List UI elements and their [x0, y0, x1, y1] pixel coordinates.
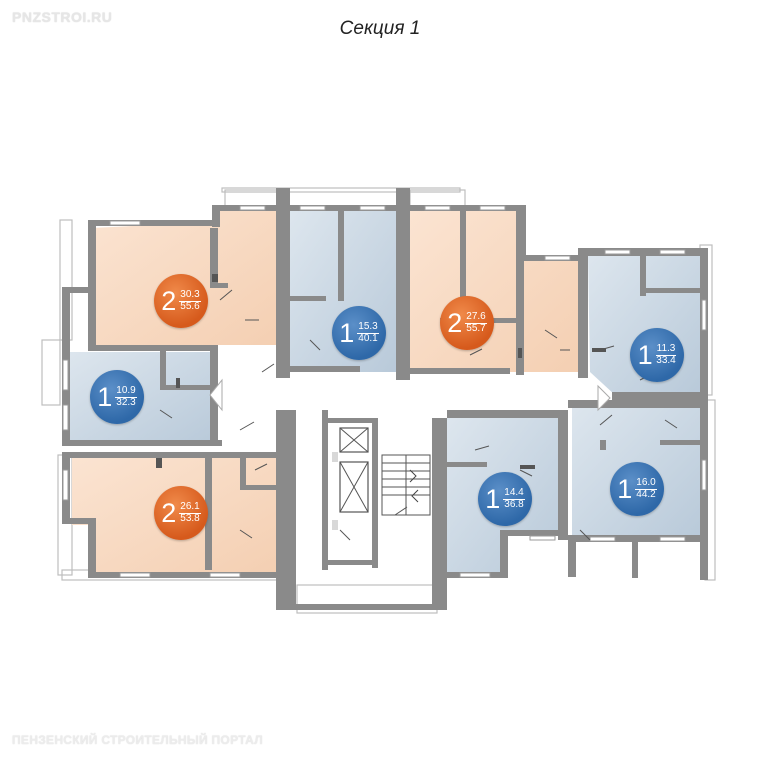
area-values: 27.6 55.7: [465, 311, 487, 334]
total-area: 55.7: [466, 322, 486, 334]
room-count: 2: [161, 285, 177, 316]
living-area: 15.3: [357, 321, 379, 334]
total-area: 40.1: [358, 332, 378, 344]
total-area: 36.8: [504, 498, 524, 510]
room-count: 1: [339, 317, 355, 348]
total-area: 33.4: [656, 354, 676, 366]
apartment-badge-1room-10-9[interactable]: 1 10.9 32.3: [90, 370, 144, 424]
staircase: [381, 454, 431, 516]
total-area: 55.6: [180, 300, 200, 312]
area-values: 16.0 44.2: [635, 477, 657, 500]
windows: [62, 205, 707, 578]
apartment-badge-1room-14-4[interactable]: 1 14.4 36.8: [478, 472, 532, 526]
area-values: 11.3 33.4: [655, 343, 677, 366]
living-area: 10.9: [115, 385, 137, 398]
room-count: 1: [617, 473, 633, 504]
door-swings: [159, 289, 678, 541]
area-values: 10.9 32.3: [115, 385, 137, 408]
living-area: 30.3: [179, 289, 201, 302]
total-area: 44.2: [636, 488, 656, 500]
total-area: 32.3: [116, 396, 136, 408]
area-values: 30.3 55.6: [179, 289, 201, 312]
apartment-badge-1room-11-3[interactable]: 1 11.3 33.4: [630, 328, 684, 382]
living-area: 14.4: [503, 487, 525, 500]
living-area: 26.1: [179, 501, 201, 514]
area-values: 26.1 53.8: [179, 501, 201, 524]
stair-direction-arrows: [409, 469, 419, 503]
section-title: Секция 1: [339, 18, 421, 39]
room-count: 1: [97, 381, 113, 412]
apartment-badge-2room-26-1[interactable]: 2 26.1 53.8: [154, 486, 208, 540]
portal-watermark: ПЕНЗЕНСКИЙ СТРОИТЕЛЬНЫЙ ПОРТАЛ: [12, 733, 263, 747]
apartment-badge-1room-16-0[interactable]: 1 16.0 44.2: [610, 462, 664, 516]
apartment-badge-2room-30-3[interactable]: 2 30.3 55.6: [154, 274, 208, 328]
apartment-badge-1room-15-3[interactable]: 1 15.3 40.1: [332, 306, 386, 360]
room-count: 2: [161, 497, 177, 528]
apartment-badge-2room-27-6[interactable]: 2 27.6 55.7: [440, 296, 494, 350]
living-area: 16.0: [635, 477, 657, 490]
corridor-ventilation: [332, 452, 338, 530]
living-area: 27.6: [465, 311, 487, 324]
appliance-marks: [156, 274, 606, 469]
room-count: 1: [637, 339, 653, 370]
room-count: 1: [485, 483, 501, 514]
site-watermark: PNZSTROI.RU: [12, 9, 113, 25]
area-values: 14.4 36.8: [503, 487, 525, 510]
living-area: 11.3: [655, 343, 677, 356]
total-area: 53.8: [180, 512, 200, 524]
area-values: 15.3 40.1: [357, 321, 379, 344]
building-core: [209, 378, 611, 530]
room-count: 2: [447, 307, 463, 338]
